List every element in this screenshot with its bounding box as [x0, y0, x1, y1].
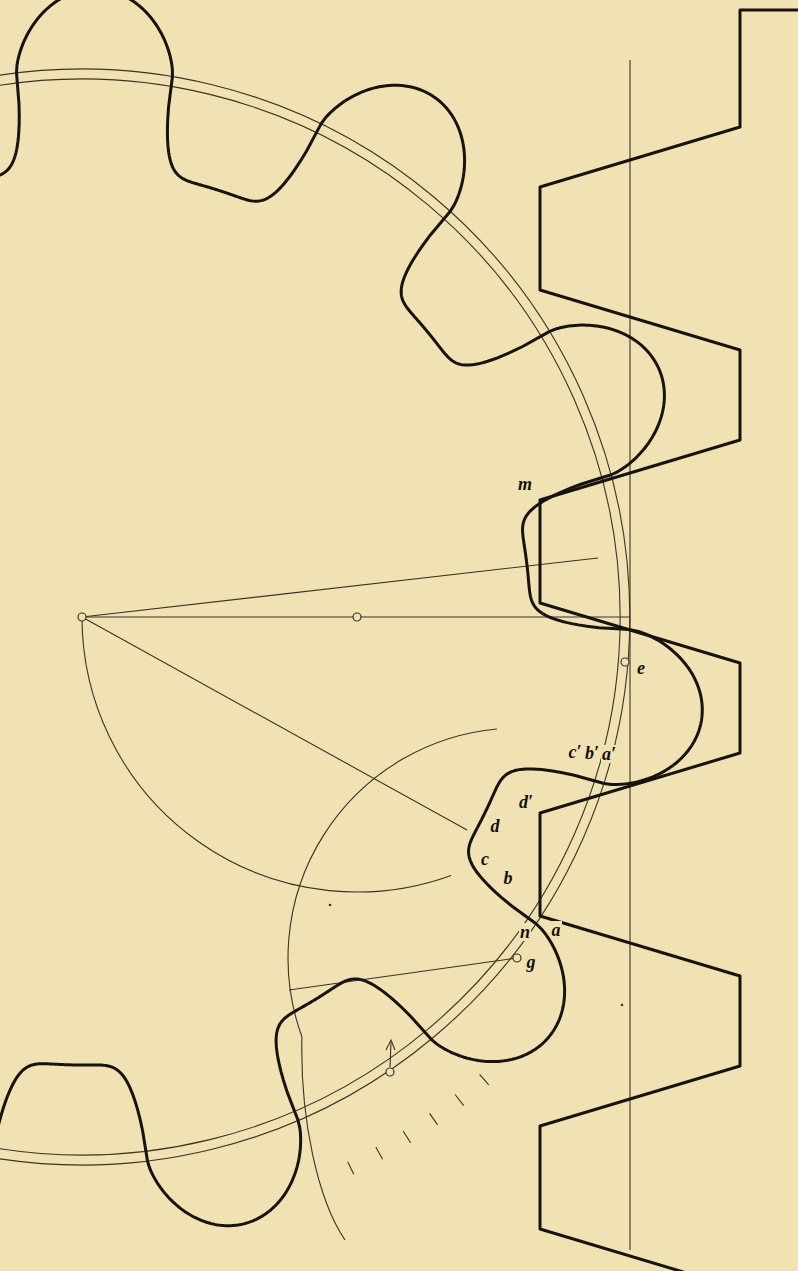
center-point: [78, 613, 86, 621]
tick-mark: [403, 1131, 410, 1143]
point-label: d: [490, 817, 501, 835]
point-label: d′: [518, 793, 534, 811]
point-label: c′: [567, 743, 582, 761]
point-label: e: [636, 659, 646, 677]
arrow-head: [386, 1040, 395, 1050]
mid-point: [353, 613, 361, 621]
tick-mark: [455, 1095, 464, 1106]
point-g: [513, 954, 521, 962]
dot: [329, 904, 332, 907]
point-label: b: [503, 869, 514, 887]
direction-arrow: [390, 1042, 391, 1067]
point-label: g: [526, 953, 537, 971]
rolling-circle: [288, 729, 497, 1240]
point-label: c: [480, 850, 490, 868]
point-label: a: [551, 921, 562, 939]
rack-outline: [540, 10, 798, 1271]
gear-outline: [0, 0, 702, 1226]
tick-mark: [430, 1113, 438, 1124]
tick-mark: [348, 1162, 354, 1175]
arrow-point: [386, 1068, 394, 1076]
tick-mark: [376, 1147, 383, 1159]
point-label: b′: [584, 744, 600, 762]
radius-line: [82, 558, 598, 617]
dot: [621, 1004, 624, 1007]
rolling-radius: [289, 958, 517, 990]
rack-pitch-line: [629, 60, 630, 1250]
describing-circle: [82, 617, 451, 892]
point-e: [621, 658, 629, 666]
tick-mark: [480, 1074, 489, 1085]
radius-line: [82, 617, 467, 830]
point-label: a′: [601, 745, 617, 763]
point-label: n: [519, 923, 531, 941]
point-label: m: [517, 475, 533, 493]
